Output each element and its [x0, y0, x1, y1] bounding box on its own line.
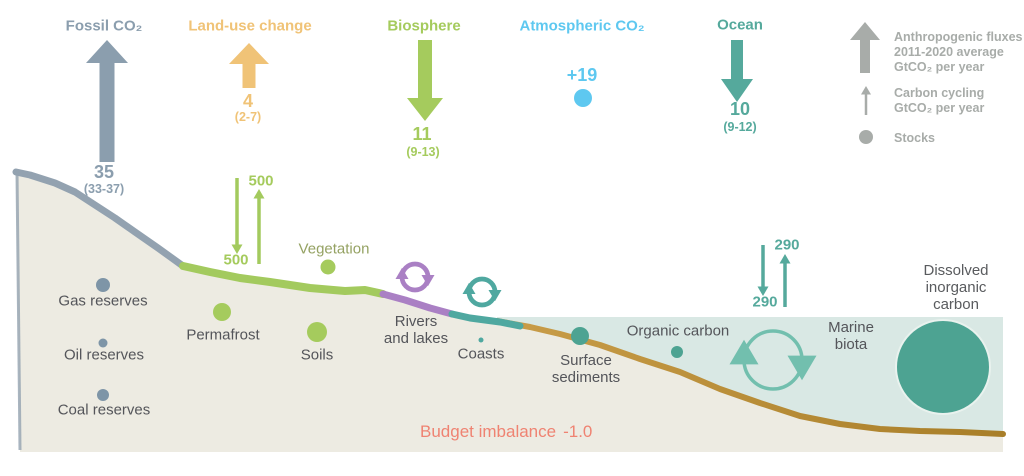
budget-imbalance: Budget imbalance -1.0	[420, 422, 592, 442]
land-use-value: 4	[242, 90, 254, 111]
atmospheric-stock-dot	[574, 89, 592, 107]
gas-reserves-dot	[96, 278, 110, 292]
coasts-dot	[478, 337, 484, 343]
oil-reserves-dot	[98, 338, 108, 348]
land-use-arrow-up	[229, 43, 269, 88]
budget-imbalance-label: Budget imbalance	[420, 422, 557, 441]
ocean-exchange-up-value: 290	[774, 236, 800, 254]
land-exchange-down-value: 500	[223, 251, 249, 269]
left-edge-band	[15, 171, 22, 451]
coal-reserves-dot	[97, 389, 109, 401]
ocean-exchange-down-value: 290	[752, 293, 778, 311]
biosphere-label: Biosphere	[387, 17, 461, 35]
fossil-co2-label: Fossil CO₂	[65, 17, 143, 35]
oil-reserves-label: Oil reserves	[63, 346, 145, 364]
coast-band	[448, 310, 524, 330]
dissolved-inorganic-carbon-circle	[895, 319, 991, 415]
rivers-cycle-icon	[396, 264, 435, 290]
ocean-label: Ocean	[717, 16, 763, 34]
biosphere-arrow-down	[407, 40, 443, 121]
land-exchange-down-arrowhead	[231, 244, 243, 254]
organic-carbon-dot	[671, 346, 683, 358]
land-mass	[16, 172, 1003, 452]
organic-carbon-label: Organic carbon	[626, 322, 730, 340]
ocean-exchange-up-arrowhead	[779, 254, 791, 264]
legend-cycling-label: Carbon cycling GtCO₂ per year	[894, 86, 985, 115]
rivers-band	[379, 290, 456, 318]
coasts-cycle-icon	[463, 279, 502, 305]
vegetation-band	[179, 262, 387, 298]
dissolved-inorganic-carbon-label: Dissolved inorganic carbon	[923, 261, 989, 313]
coal-reserves-label: Coal reserves	[57, 401, 151, 419]
ocean-range: (9-12)	[723, 120, 757, 134]
ocean-value: 10	[729, 98, 751, 119]
permafrost-dot	[213, 303, 231, 321]
land-use-range: (2-7)	[234, 110, 262, 124]
fossil-co2-range: (33-37)	[83, 182, 125, 196]
surface-sediments-label: Surface sediments	[551, 352, 621, 386]
legend-stocks-dot-icon	[859, 130, 873, 144]
permafrost-label: Permafrost	[186, 326, 260, 344]
biosphere-range: (9-13)	[406, 145, 440, 159]
atmospheric-co2-label: Atmospheric CO₂	[519, 17, 645, 35]
atmospheric-co2-value: +19	[566, 64, 598, 85]
land-exchange-up-value: 500	[248, 172, 274, 190]
coasts-label: Coasts	[457, 345, 505, 363]
fossil-arrow-up	[86, 40, 128, 162]
legend-anthropogenic-arrow-icon	[850, 22, 880, 73]
legend-cycling-arrowhead-icon	[861, 86, 871, 95]
surface-sediments-dot	[571, 327, 589, 345]
land-use-label: Land-use change	[188, 17, 312, 35]
soils-label: Soils	[300, 346, 334, 364]
soils-dot	[307, 322, 327, 342]
ocean-exchange-down-arrowhead	[757, 286, 769, 296]
gas-reserves-label: Gas reserves	[58, 292, 148, 310]
fossil-co2-value: 35	[93, 161, 115, 182]
budget-imbalance-value: -1.0	[563, 422, 593, 441]
legend-stocks-label: Stocks	[894, 131, 935, 145]
rivers-and-lakes-label: Rivers and lakes	[383, 313, 449, 347]
ocean-arrow-down	[721, 40, 753, 102]
biosphere-value: 11	[412, 123, 432, 144]
seafloor-line	[494, 318, 1006, 437]
mountain-slope-band	[12, 168, 187, 270]
land-exchange-up-arrowhead	[253, 189, 265, 199]
marine-biota-label: Marine biota	[828, 319, 874, 353]
vegetation-label: Vegetation	[298, 240, 370, 258]
vegetation-dot	[320, 259, 336, 275]
legend-anthropogenic-label: Anthropogenic fluxes 2011-2020 average G…	[894, 30, 1023, 74]
